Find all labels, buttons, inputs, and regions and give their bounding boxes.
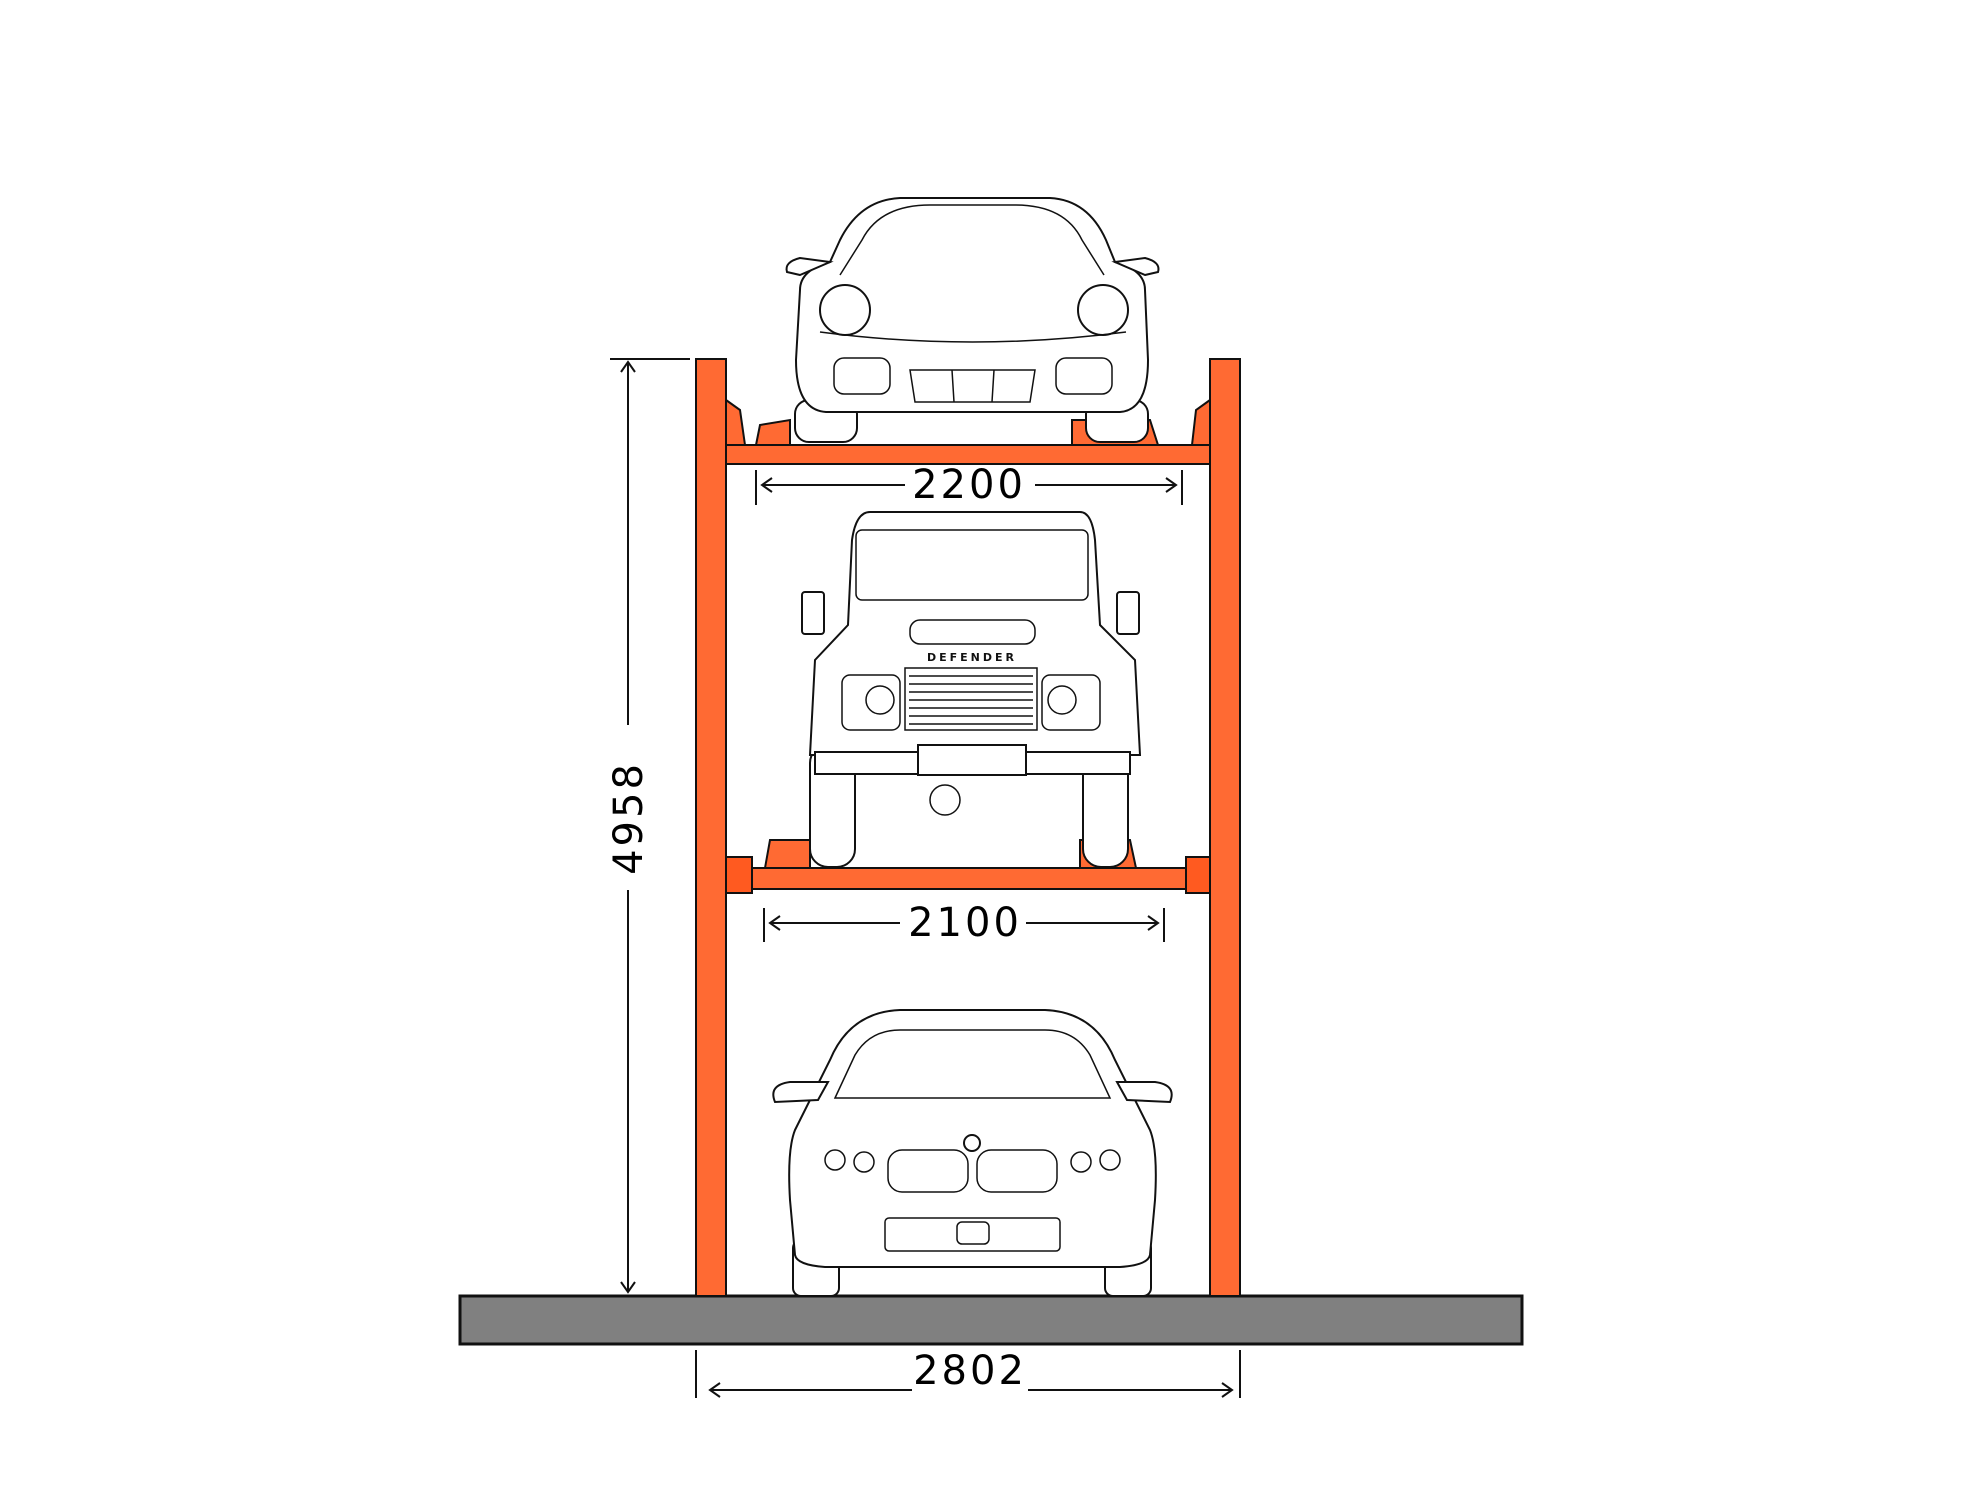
left-post: [695, 358, 727, 1297]
dimension-overall-width: 2802: [695, 1348, 1241, 1398]
middle-platform: [725, 839, 1211, 894]
sports-coupe-car: [785, 197, 1160, 443]
dimension-middle-platform-width: 2100: [763, 900, 1165, 946]
dimension-label-2100: 2100: [908, 900, 1022, 946]
ground-slab: [458, 1294, 1524, 1346]
defender-suv-car: DEFENDER: [801, 511, 1142, 868]
sedan-car: [772, 1009, 1173, 1297]
dimension-upper-platform-width: 2200: [755, 462, 1183, 508]
right-post: [1209, 358, 1241, 1297]
dimension-label-4958: 4958: [606, 761, 652, 875]
dimension-label-2200: 2200: [912, 462, 1026, 508]
dimension-overall-height: 4958: [606, 358, 690, 1294]
dimension-label-2802: 2802: [913, 1348, 1027, 1394]
defender-badge: DEFENDER: [927, 651, 1017, 664]
